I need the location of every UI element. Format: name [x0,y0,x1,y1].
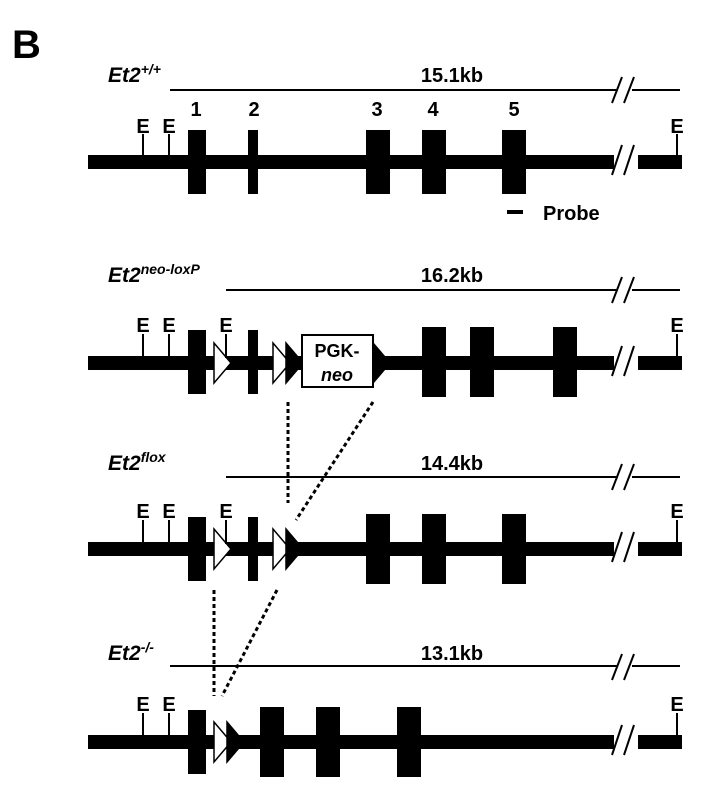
restriction-site-label: E [136,501,149,523]
exon-3 [366,130,390,194]
loxp-site-arrow [285,340,304,386]
loxp-site-arrow [372,340,391,386]
exon-number-label: 1 [190,99,201,121]
restriction-site-label: E [162,315,175,337]
allele-flox: Et2flox 14.4kb E E E E [88,449,684,584]
allele-name-superscript: neo-loxP [141,261,201,277]
restriction-site-label: E [670,694,683,716]
allele-name-base: Et2 [108,452,141,475]
frt-site-arrow [272,340,291,386]
break-mark [611,276,635,377]
restriction-site-label: E [219,501,232,523]
exon-4 [422,130,446,194]
exon-1 [188,330,206,394]
frt-site-arrow [213,340,232,386]
allele-wild-type: Et2+/+ 15.1kb 1 2 3 4 5 E E E Probe [88,61,684,225]
allele-name-base: Et2 [108,264,141,287]
fragment-size-label: 15.1kb [421,65,483,87]
panel-label: B [12,23,41,67]
exon-2 [248,330,258,394]
genomic-locus-bar [638,155,682,169]
fragment-size-label: 16.2kb [421,265,483,287]
genomic-locus-bar [638,356,682,370]
fragment-size-label: 13.1kb [421,643,483,665]
genomic-locus-bar [88,155,614,169]
break-mark [611,76,635,176]
break-mark [611,463,635,563]
frt-site-arrow [272,526,291,572]
genomic-locus-bar [88,735,614,749]
allele-name: Et2-/- [108,639,154,665]
recombination-guide-line [294,401,375,521]
probe-label: Probe [543,203,600,225]
loxp-site-arrow [285,526,304,572]
cassette-label-line2: neo [321,365,353,385]
restriction-site-label: E [136,315,149,337]
exon-1 [188,517,206,581]
genomic-locus-bar [638,735,682,749]
exon-1 [188,130,206,194]
frt-site-arrow [213,526,232,572]
exon-3 [260,707,284,777]
genomic-locus-bar [88,542,614,556]
exon-number-label: 3 [371,99,382,121]
recombination-guide-line [220,589,279,697]
exon-3 [366,514,390,584]
restriction-site-label: E [136,694,149,716]
restriction-site-label: E [162,501,175,523]
exon-4 [422,514,446,584]
exon-2 [248,130,258,194]
exon-number-label: 2 [248,99,259,121]
restriction-site-label: E [136,116,149,138]
exon-2 [248,517,258,581]
genomic-locus-bar [638,542,682,556]
probe-bar [507,210,523,214]
exon-number-label: 4 [427,99,439,121]
restriction-site-label: E [162,694,175,716]
loxp-site-arrow [226,719,245,765]
allele-name-base: Et2 [108,642,141,665]
allele-name: Et2flox [108,449,167,475]
exon-number-label: 5 [508,99,519,121]
exon-1 [188,710,206,774]
restriction-site-label: E [219,315,232,337]
frt-site-arrow [213,719,232,765]
allele-name-superscript: -/- [141,639,155,655]
break-mark [611,653,635,756]
allele-name-base: Et2 [108,64,141,87]
restriction-site-label: E [162,116,175,138]
restriction-site-label: E [670,116,683,138]
allele-name: Et2+/+ [108,61,161,87]
allele-name-superscript: flox [141,449,167,465]
exon-5 [502,130,526,194]
fragment-size-label: 14.4kb [421,453,483,475]
exon-4 [470,327,494,397]
restriction-site-label: E [670,315,683,337]
exon-5 [553,327,577,397]
restriction-site-label: E [670,501,683,523]
exon-5 [502,514,526,584]
cassette-box [301,334,374,388]
pgk-neo-cassette: PGK- neo [301,334,374,388]
exon-5 [397,707,421,777]
exon-3 [422,327,446,397]
cassette-label-line1: PGK- [315,341,360,361]
allele-neo-loxp: Et2neo-loxP 16.2kb PGK- neo E E [88,261,684,397]
allele-name-superscript: +/+ [141,61,161,77]
allele-knockout: Et2-/- 13.1kb E E E [88,639,684,777]
allele-name: Et2neo-loxP [108,261,200,287]
exon-4 [316,707,340,777]
